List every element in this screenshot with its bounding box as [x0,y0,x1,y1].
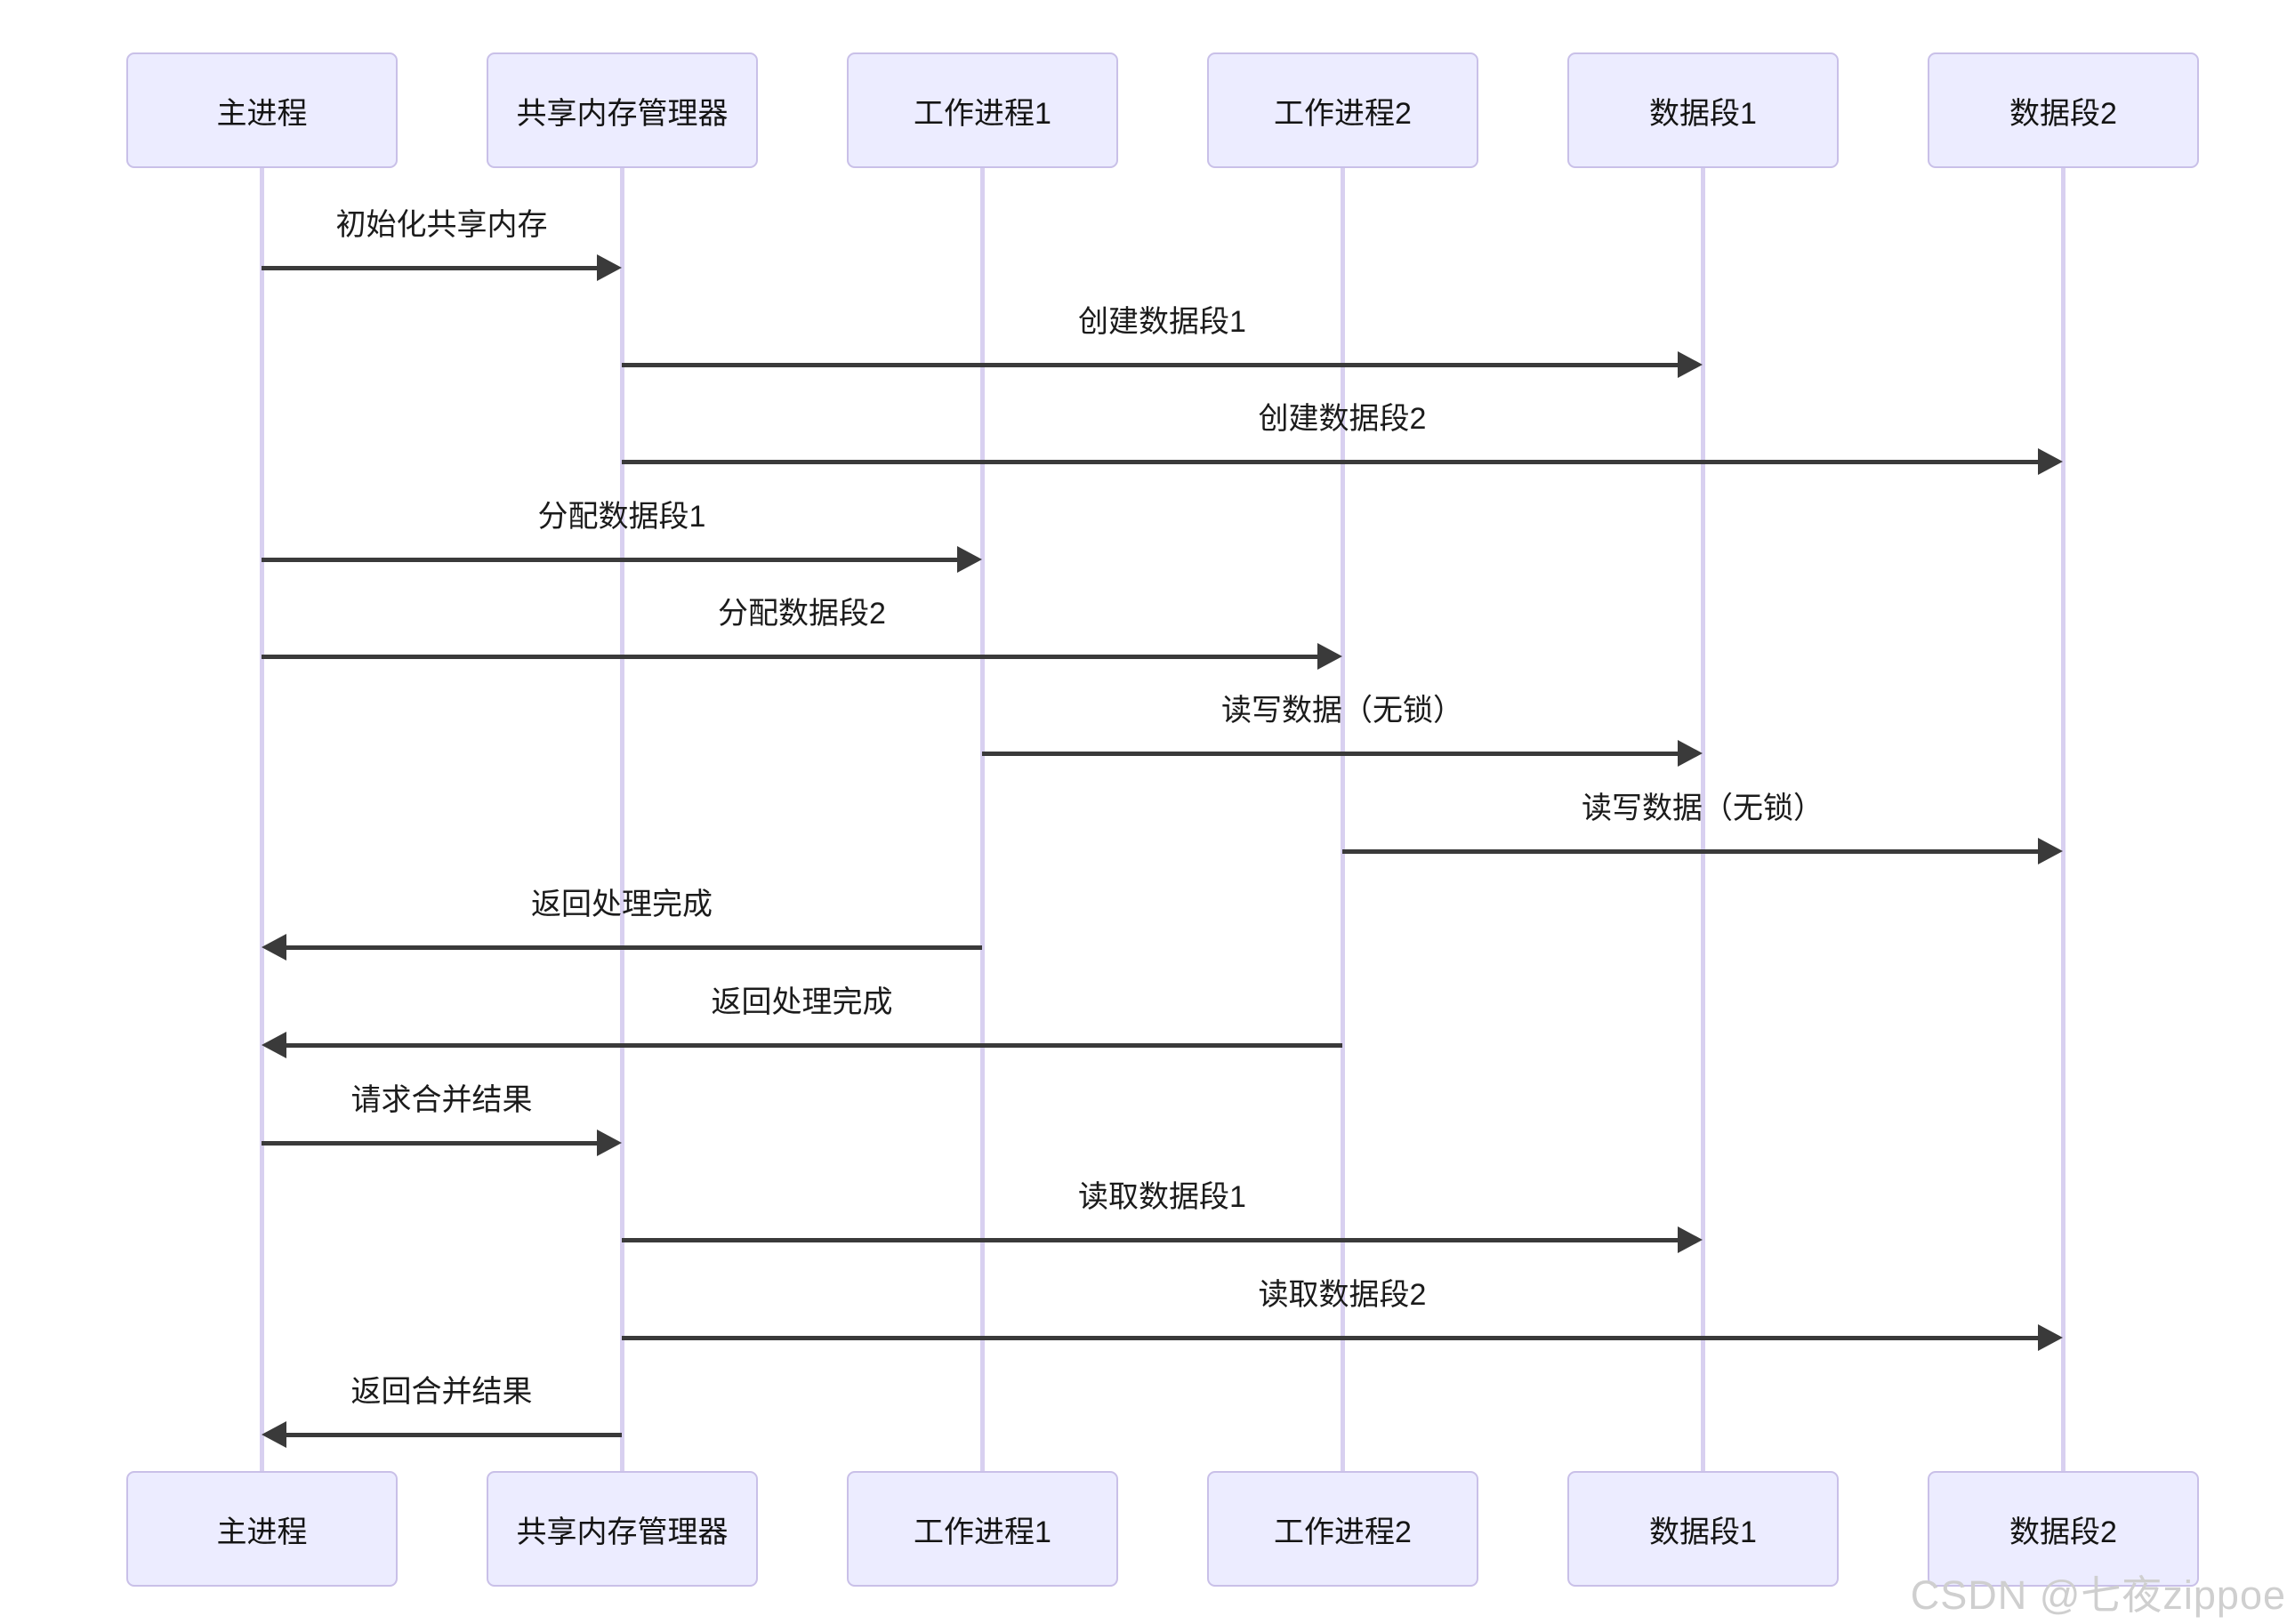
actor-label: 工作进程2 [1274,96,1412,131]
arrow-right-icon [262,546,982,573]
actor-label: 工作进程1 [914,96,1051,131]
arrowhead-icon [1678,351,1703,378]
actor-top-data-segment-2: 数据段2 [1928,52,2199,168]
message-label: 返回处理完成 [711,985,893,1019]
actor-bottom-worker-1: 工作进程1 [847,1471,1118,1587]
arrow-line [622,460,2040,464]
arrow-line [285,1433,622,1437]
arrow-line [262,266,599,270]
actor-label: 共享内存管理器 [516,96,729,131]
message-label: 读写数据（无锁） [1582,792,1824,825]
actor-top-data-segment-1: 数据段1 [1567,52,1839,168]
message-label: 创建数据段1 [1078,305,1246,339]
arrowhead-icon [2038,838,2063,864]
message-label: 分配数据段1 [537,500,706,534]
actor-top-worker-2: 工作进程2 [1207,52,1478,168]
actor-label: 工作进程1 [914,1515,1051,1549]
actor-bottom-worker-2: 工作进程2 [1207,1471,1478,1587]
arrowhead-icon [597,1130,622,1156]
arrow-right-icon [622,351,1703,378]
lifeline-worker-2 [1341,168,1345,1471]
arrow-line [622,1238,1679,1242]
message-label: 请求合并结果 [350,1083,533,1117]
lifeline-data-segment-2 [2061,168,2066,1471]
arrowhead-icon [957,546,982,573]
message-label: 返回处理完成 [531,888,713,921]
message-request-merge-result: 请求合并结果 [262,1058,622,1156]
arrowhead-icon [2038,448,2063,475]
arrow-right-icon [262,254,622,281]
message-label: 分配数据段2 [718,597,886,631]
arrowhead-icon [1678,740,1703,767]
message-create-segment-2: 创建数据段2 [622,377,2063,475]
arrow-line [622,1336,2040,1340]
arrowhead-icon [1678,1226,1703,1253]
arrow-right-icon [622,1226,1703,1253]
arrow-right-icon [982,740,1703,767]
message-label: 创建数据段2 [1258,402,1427,436]
arrowhead-icon [262,934,286,961]
lifeline-shm-manager [620,168,624,1471]
message-label: 返回合并结果 [350,1375,533,1409]
message-create-segment-1: 创建数据段1 [622,280,1703,378]
arrowhead-icon [262,1421,286,1448]
arrowhead-icon [1317,643,1342,670]
watermark: CSDN @七夜zippoe [1910,1572,2286,1618]
arrow-line [1342,849,2040,854]
actor-label: 数据段2 [2009,1515,2117,1549]
arrow-left-icon [262,1032,1342,1058]
arrow-right-icon [262,1130,622,1156]
actor-top-main-process: 主进程 [126,52,398,168]
actor-bottom-main-process: 主进程 [126,1471,398,1587]
arrow-line [285,1043,1342,1048]
actor-bottom-data-segment-2: 数据段2 [1928,1471,2199,1587]
lifeline-worker-1 [980,168,985,1471]
message-label: 读取数据段2 [1258,1278,1427,1312]
message-read-segment-1: 读取数据段1 [622,1155,1703,1253]
actor-bottom-data-segment-1: 数据段1 [1567,1471,1839,1587]
message-label: 初始化共享内存 [335,208,548,242]
actor-label: 数据段1 [1649,96,1757,131]
lifeline-main-process [260,168,264,1471]
arrowhead-icon [597,254,622,281]
message-read-segment-2: 读取数据段2 [622,1253,2063,1351]
arrowhead-icon [2038,1324,2063,1351]
message-return-done-1: 返回处理完成 [262,863,982,961]
actor-top-shm-manager: 共享内存管理器 [487,52,758,168]
actor-label: 数据段2 [2009,96,2117,131]
message-label: 读写数据（无锁） [1221,694,1463,728]
arrow-right-icon [622,448,2063,475]
message-return-done-2: 返回处理完成 [262,961,1342,1058]
message-rw-data-lockfree-1: 读写数据（无锁） [982,669,1703,767]
message-assign-segment-2: 分配数据段2 [262,572,1342,670]
arrow-line [982,752,1679,756]
arrow-line [622,363,1679,367]
arrow-line [285,945,982,950]
actor-label: 主进程 [216,1515,308,1549]
message-return-merge-result: 返回合并结果 [262,1350,622,1448]
arrow-left-icon [262,934,982,961]
actor-label: 共享内存管理器 [516,1515,729,1549]
arrow-left-icon [262,1421,622,1448]
arrow-line [262,1141,599,1146]
actor-label: 数据段1 [1649,1515,1757,1549]
arrowhead-icon [262,1032,286,1058]
actor-label: 工作进程2 [1274,1515,1412,1549]
lifeline-data-segment-1 [1701,168,1705,1471]
actor-top-worker-1: 工作进程1 [847,52,1118,168]
message-assign-segment-1: 分配数据段1 [262,475,982,573]
actor-bottom-shm-manager: 共享内存管理器 [487,1471,758,1587]
actor-label: 主进程 [216,96,308,131]
message-label: 读取数据段1 [1078,1180,1246,1214]
arrow-right-icon [262,643,1342,670]
arrow-line [262,558,959,562]
arrow-right-icon [622,1324,2063,1351]
message-init-shared-memory: 初始化共享内存 [262,183,622,281]
arrow-right-icon [1342,838,2063,864]
arrow-line [262,655,1319,659]
message-rw-data-lockfree-2: 读写数据（无锁） [1342,767,2063,864]
